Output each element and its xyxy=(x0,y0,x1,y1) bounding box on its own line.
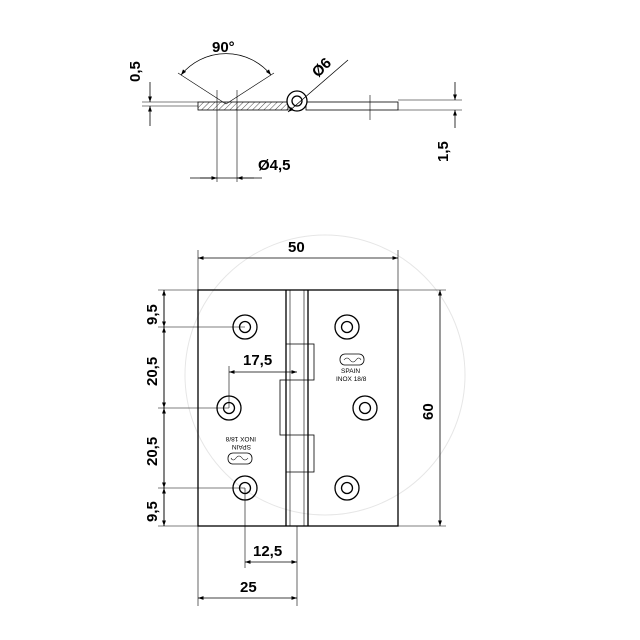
angle-arc xyxy=(180,53,272,76)
stamp-bottom: SPAIN INOX 18/8 xyxy=(225,435,256,465)
pin-diameter-label: Ø6 xyxy=(309,55,335,81)
angle-label: 90° xyxy=(212,39,235,56)
knuckle-tab-2 xyxy=(279,379,287,436)
overall-thickness-label: 1,5 xyxy=(435,141,452,162)
knuckle-tab-3 xyxy=(307,434,315,473)
knuckle-segment-1 xyxy=(286,343,309,381)
stamp-top: SPAIN INOX 18/8 xyxy=(336,353,367,383)
left-dim-label-3: 20,5 xyxy=(144,437,161,466)
inner-offset-label: 12,5 xyxy=(253,543,282,560)
right-leaf-section xyxy=(305,101,399,111)
brand-logo-top xyxy=(339,353,365,366)
watermark-circle xyxy=(184,234,466,516)
screw-hole-middle-right xyxy=(352,395,378,421)
stamp-top-country: SPAIN xyxy=(341,368,360,375)
brand-logo-bottom xyxy=(227,452,253,465)
front-view: SPAIN INOX 18/8 SPAIN INOX 18/8 50 60 9,… xyxy=(144,239,446,606)
knuckle-tab-1 xyxy=(307,343,315,381)
angle-leg-right xyxy=(225,72,275,105)
stamp-top-material: INOX 18/8 xyxy=(336,376,367,383)
left-leaf-section xyxy=(197,101,289,111)
side-view: 90° Ø6 Ø4,5 0,5 1,5 xyxy=(127,39,462,182)
pin-diameter-leader xyxy=(287,59,349,113)
knuckle-segment-2 xyxy=(285,434,308,473)
left-dim-label-2: 20,5 xyxy=(144,357,161,386)
left-dim-label-4: 9,5 xyxy=(144,501,161,522)
screw-hole-top-right xyxy=(334,314,360,340)
hole-diameter-label: Ø4,5 xyxy=(258,157,291,174)
stamp-bottom-country: SPAIN xyxy=(232,443,251,450)
hole-offset-label: 17,5 xyxy=(243,352,272,369)
height-label: 60 xyxy=(420,403,437,420)
half-width-label: 25 xyxy=(240,579,257,596)
stamp-bottom-material: INOX 18/8 xyxy=(225,435,256,442)
screw-hole-bottom-right xyxy=(334,475,360,501)
knuckle-pin xyxy=(291,95,303,107)
width-label: 50 xyxy=(288,239,305,256)
leaf-thickness-label: 0,5 xyxy=(127,61,144,82)
angle-leg-left xyxy=(177,72,227,105)
left-dim-label-1: 9,5 xyxy=(144,304,161,325)
